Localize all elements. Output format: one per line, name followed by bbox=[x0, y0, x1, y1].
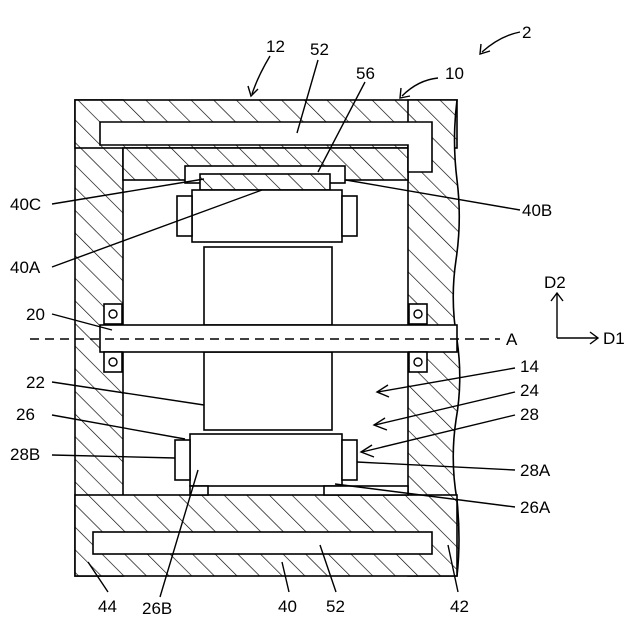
direction-arrows bbox=[551, 293, 598, 344]
leader-10 bbox=[402, 78, 438, 96]
label-24: 24 bbox=[520, 381, 539, 400]
label-44: 44 bbox=[98, 597, 117, 616]
label-10: 10 bbox=[445, 64, 464, 83]
label-40C: 40C bbox=[10, 195, 41, 214]
bearing-left-bottom bbox=[104, 352, 122, 372]
label-20: 20 bbox=[26, 305, 45, 324]
label-40: 40 bbox=[278, 597, 297, 616]
label-2: 2 bbox=[522, 23, 531, 42]
label-56: 56 bbox=[356, 64, 375, 83]
rotor-lower bbox=[204, 352, 332, 430]
top-rotor-core-40A bbox=[200, 174, 330, 190]
label-22: 22 bbox=[26, 373, 45, 392]
label-40B: 40B bbox=[522, 201, 552, 220]
top-coil-center bbox=[192, 190, 342, 242]
bearing-left-top bbox=[104, 304, 122, 324]
bearing-right-bottom bbox=[409, 352, 427, 372]
label-D1: D1 bbox=[603, 329, 625, 348]
label-40A: 40A bbox=[10, 258, 41, 277]
label-52-bottom: 52 bbox=[326, 597, 345, 616]
label-52-top: 52 bbox=[310, 40, 329, 59]
bottom-coil-center bbox=[190, 434, 342, 486]
label-42: 42 bbox=[450, 597, 469, 616]
rotor-upper bbox=[204, 247, 332, 325]
label-12: 12 bbox=[266, 37, 285, 56]
label-28A: 28A bbox=[520, 461, 551, 480]
label-A: A bbox=[506, 330, 518, 349]
top-coil-right-end bbox=[342, 196, 357, 236]
label-D2: D2 bbox=[544, 273, 566, 292]
leader-12 bbox=[252, 56, 270, 94]
label-26A: 26A bbox=[520, 498, 551, 517]
leader-2 bbox=[482, 32, 520, 52]
label-14: 14 bbox=[520, 357, 539, 376]
label-26: 26 bbox=[16, 405, 35, 424]
label-28: 28 bbox=[520, 405, 539, 424]
label-26B: 26B bbox=[142, 599, 172, 618]
bottom-channel-52 bbox=[93, 532, 432, 554]
bearing-right-top bbox=[409, 304, 427, 324]
bottom-coil-right-end bbox=[342, 440, 357, 480]
label-28B: 28B bbox=[10, 445, 40, 464]
bottom-coil-left-end bbox=[175, 440, 190, 480]
